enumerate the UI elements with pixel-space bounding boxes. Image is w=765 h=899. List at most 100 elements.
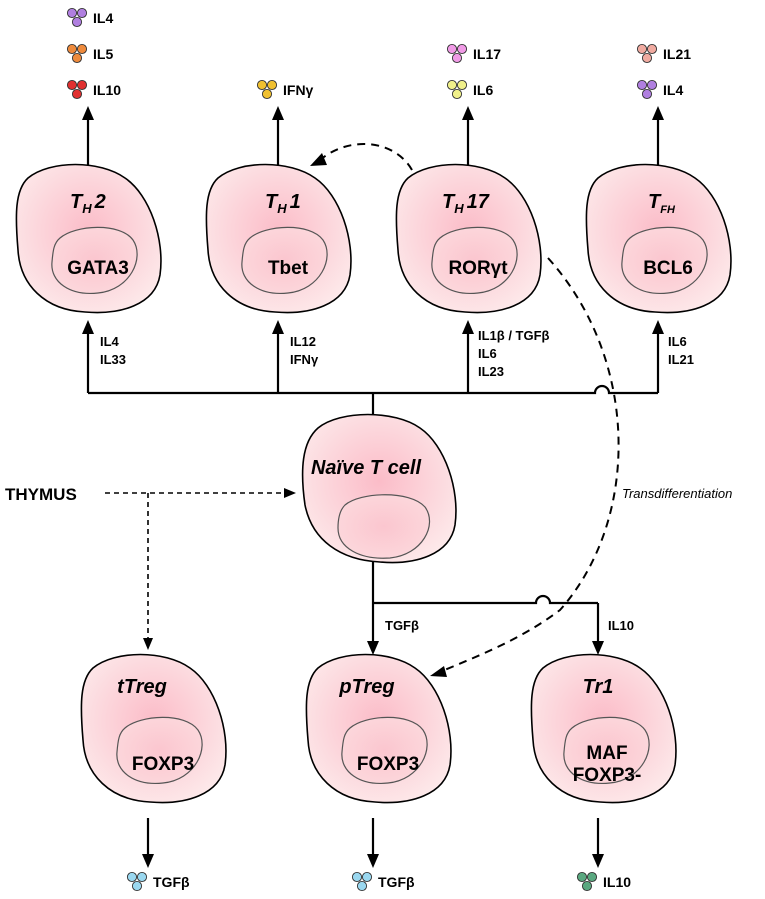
arrowhead-up-th17 [462, 320, 474, 334]
arrowhead-down-ptreg [367, 641, 379, 655]
cytokine-dot [646, 43, 658, 55]
cell-ptreg-nucleus [341, 716, 428, 784]
cytokine-dot [456, 79, 468, 91]
cytokine-dot [126, 871, 138, 883]
inducer-tr1-1: IL10 [608, 618, 634, 633]
dashed-arrows [105, 143, 620, 673]
cytokine-dot [266, 79, 278, 91]
cytokine-label: IFNγ [283, 82, 314, 98]
cytokine-dot [361, 871, 373, 883]
cell-th2-tf: GATA3 [67, 258, 129, 279]
arrowhead-secretion-th2 [82, 106, 94, 120]
th17-to-ptreg-dashed [439, 257, 620, 673]
cytokine-dot [581, 880, 593, 892]
cell-ttreg-nucleus [116, 716, 203, 784]
cytokine-dot [636, 43, 648, 55]
cytokine-ttreg-0: TGFβ [126, 871, 190, 892]
cytokine-tfh-1: IL4 [636, 79, 683, 100]
cytokine-dot [456, 43, 468, 55]
arrowhead-secretion-ptreg [367, 854, 379, 868]
cytokine-tfh-0: IL21 [636, 43, 691, 64]
inducer-th2-1: IL4 [100, 334, 120, 349]
dashed-arrowheads [143, 153, 447, 677]
inducer-th1-2: IFNγ [290, 352, 319, 367]
inducer-ptreg-1: TGFβ [385, 618, 419, 633]
cytokine-dot [446, 43, 458, 55]
inducer-th1-1: IL12 [290, 334, 316, 349]
cytokine-th17-1: IL6 [446, 79, 493, 100]
arrowhead-down-tr1 [592, 641, 604, 655]
cell-tr1-tf-line1: MAF [586, 743, 627, 764]
thymus-label: THYMUS [5, 485, 77, 504]
cytokine-ptreg-0: TGFβ [351, 871, 415, 892]
arrowhead-secretion-ttreg [142, 854, 154, 868]
reg-bus-line [373, 594, 598, 605]
cell-th17-tf: RORγt [448, 258, 508, 279]
arrowhead-thymus-ttreg [143, 638, 153, 650]
th17-to-th1-dashed [319, 143, 413, 171]
cytokine-dot [76, 43, 88, 55]
arrowhead-up-th1 [272, 320, 284, 334]
arrowhead-th17-th1 [310, 153, 327, 166]
connector-lines [86, 116, 660, 858]
cytokine-th2-0: IL4 [66, 7, 113, 28]
cell-tr1-title: Tr1 [583, 676, 614, 698]
cell-tr1-tf-line2: FOXP3- [573, 765, 642, 786]
cytokine-label: IL5 [93, 46, 113, 62]
cytokine-dot [131, 880, 143, 892]
cell-tr1: Tr1 MAF FOXP3- [530, 653, 677, 804]
cytokine-dot [636, 79, 648, 91]
inducer-th17-3: IL23 [478, 364, 504, 379]
cytokine-th2-1: IL5 [66, 43, 113, 64]
cytokine-label: IL10 [603, 874, 631, 890]
cytokine-dot [71, 16, 83, 28]
cytokine-label: TGFβ [153, 874, 190, 890]
cytokine-dot [641, 52, 653, 64]
cell-naive-title: Naïve T cell [311, 457, 422, 479]
cell-ttreg-title: tTreg [117, 676, 167, 698]
arrowhead-secretion-th1 [272, 106, 284, 120]
cytokine-tr1-0: IL10 [576, 871, 631, 892]
cytokine-dot [261, 88, 273, 100]
cell-naive: Naïve T cell [301, 413, 457, 564]
cytokine-dot [646, 79, 658, 91]
cell-tfh-nucleus [621, 226, 708, 294]
cell-ptreg-tf: FOXP3 [357, 754, 419, 775]
cytokine-dot [446, 79, 458, 91]
arrowhead-secretion-tfh [652, 106, 664, 120]
cell-th1-nucleus [241, 226, 328, 294]
cytokine-dot [76, 7, 88, 19]
cytokine-dot [351, 871, 363, 883]
cytokine-dot [66, 7, 78, 19]
cytokine-dot [256, 79, 268, 91]
cytokine-label: IL17 [473, 46, 501, 62]
cytokine-dot [71, 52, 83, 64]
cytokine-dot [66, 79, 78, 91]
arrowhead-secretion-th17 [462, 106, 474, 120]
cytokine-label: IL10 [93, 82, 121, 98]
transdifferentiation-label: Transdifferentiation [622, 486, 732, 501]
cytokine-dot [356, 880, 368, 892]
arrowhead-thymus-naive [284, 488, 296, 498]
cell-ttreg-tf: FOXP3 [132, 754, 194, 775]
cell-tfh-title: TFH [648, 191, 676, 216]
cytokine-th2-2: IL10 [66, 79, 121, 100]
arrowheads [82, 106, 664, 868]
cell-tfh: TFH BCL6 [585, 163, 732, 314]
cell-th1-tf: Tbet [268, 258, 309, 279]
inducer-labels: IL4 IL33 IL12 IFNγ IL1β / TGFβ IL6 IL23 … [100, 328, 694, 633]
inducer-tfh-1: IL6 [668, 334, 687, 349]
cytokine-dot [136, 871, 148, 883]
cytokine-dot [76, 79, 88, 91]
inducer-th17-1: IL1β / TGFβ [478, 328, 550, 343]
cytokine-dot [586, 871, 598, 883]
top-bus-line [88, 384, 658, 395]
cytokine-label: IL6 [473, 82, 493, 98]
arrowhead-th17-ptreg [430, 666, 447, 677]
